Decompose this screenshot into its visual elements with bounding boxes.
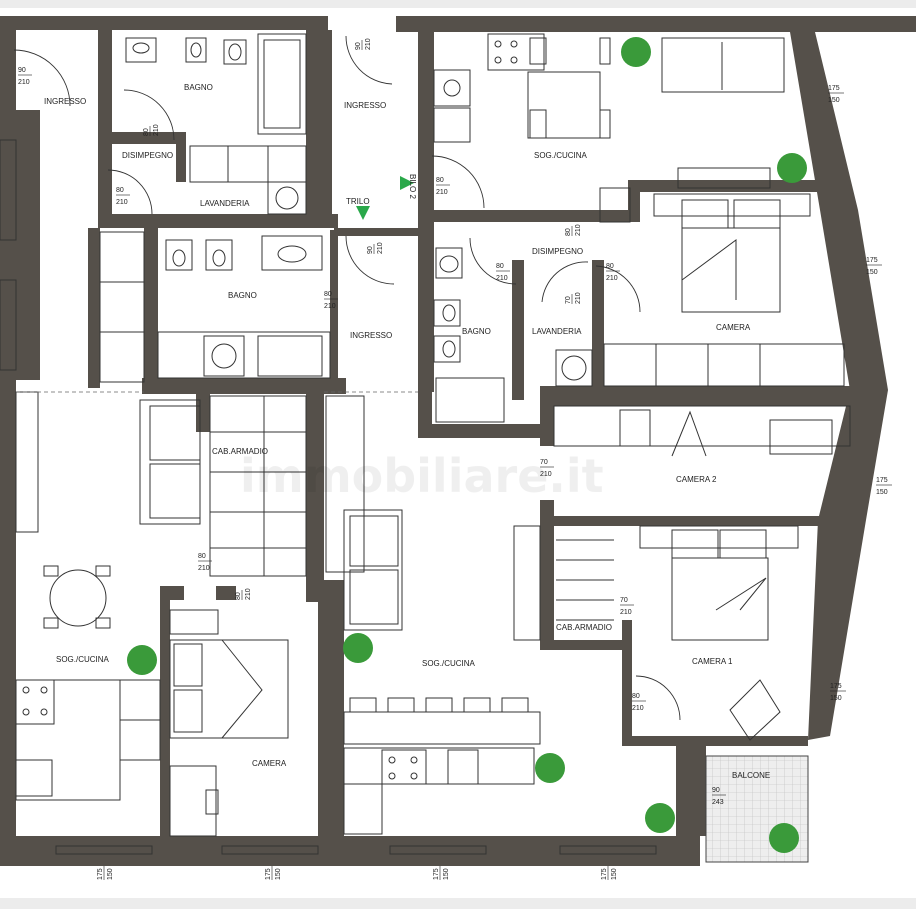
window-dim-height: 150 — [828, 97, 840, 104]
room-camera-top-right: CAMERA — [716, 323, 751, 332]
window-dim-height: 150 — [876, 489, 888, 496]
room-camera-bottom-left: CAMERA — [252, 759, 287, 768]
room-ingresso-lower: INGRESSO — [350, 331, 392, 340]
door-dim-height: 210 — [575, 292, 582, 304]
trilo-label: TRILO — [346, 197, 370, 206]
door-dim-width: 70 — [620, 597, 628, 604]
plant-icon — [777, 153, 807, 183]
room-camera-1: CAMERA 1 — [692, 657, 733, 666]
door-dim-width: 80 — [606, 263, 614, 270]
door-dim-width: 80 — [198, 591, 206, 598]
door-dim-height: 210 — [18, 79, 30, 86]
door-dim-height: 210 — [324, 303, 336, 310]
door-dim-height: 210 — [153, 124, 160, 136]
window-dim-width: 175 — [828, 85, 840, 92]
room-ingresso-top-left: INGRESSO — [44, 97, 86, 106]
window-dim-height: 150 — [866, 269, 878, 276]
window-dimensions: 175 150 175 150 175 150 175 150 175 150 … — [97, 85, 892, 880]
fixtures — [0, 33, 851, 855]
walls — [0, 16, 916, 866]
top-strip — [0, 0, 916, 8]
watermark: immobiliare.it — [240, 449, 604, 503]
door-dim-width: 70 — [565, 296, 572, 304]
door-dim-width: 80 — [436, 177, 444, 184]
door-dim-width: 80 — [565, 228, 572, 236]
bilo-label: BILO 2 — [408, 174, 417, 199]
door-dim-height: 210 — [377, 242, 384, 254]
door-dim-height: 210 — [436, 189, 448, 196]
door-dim-height: 210 — [606, 275, 618, 282]
door-dim-height: 210 — [496, 275, 508, 282]
plants — [127, 37, 807, 853]
door-dim-width: 90 — [712, 787, 720, 794]
door-dim-height: 210 — [540, 471, 552, 478]
room-soggiorno-top-right: SOG./CUCINA — [534, 151, 588, 160]
window-dim-height: 150 — [443, 868, 450, 880]
plant-icon — [343, 633, 373, 663]
room-balcone: BALCONE — [732, 771, 770, 780]
window-dim-height: 150 — [830, 695, 842, 702]
door-dim-width: 90 — [18, 67, 26, 74]
room-bagno-mid-left: BAGNO — [228, 291, 257, 300]
door-dim-height: 210 — [198, 603, 210, 610]
room-cab-armadio-right: CAB.ARMADIO — [556, 623, 612, 632]
door-dim-height: 210 — [245, 588, 252, 600]
room-disimpegno-left: DISIMPEGNO — [122, 151, 173, 160]
window-dim-height: 150 — [611, 868, 618, 880]
door-swings — [13, 35, 681, 721]
trilo-marker-icon — [356, 206, 370, 220]
door-dim-height: 210 — [365, 38, 372, 50]
room-labels: INGRESSO BAGNO DISIMPEGNO LAVANDERIA ING… — [44, 83, 770, 780]
door-dim-height: 243 — [712, 799, 724, 806]
window-dim-width: 175 — [830, 683, 842, 690]
door-dim-width: 80 — [324, 291, 332, 298]
door-dim-height: 210 — [632, 705, 644, 712]
plant-icon — [769, 823, 799, 853]
bilo-marker-icon — [400, 176, 414, 190]
door-dimensions: 90 210 90 210 80 210 80 210 80 210 — [18, 38, 726, 806]
room-cab-armadio-left: CAB.ARMADIO — [212, 447, 268, 456]
room-bagno-top: BAGNO — [184, 83, 213, 92]
plant-icon — [621, 37, 651, 67]
window-dim-width: 175 — [866, 257, 878, 264]
door-dim-width: 90 — [355, 42, 362, 50]
window-dim-width: 175 — [601, 868, 608, 880]
door-dim-width: 70 — [540, 459, 548, 466]
door-dim-width: 80 — [116, 187, 124, 194]
plant-icon — [127, 645, 157, 675]
door-dim-width: 80 — [143, 128, 150, 136]
door-dim-height: 210 — [116, 199, 128, 206]
window-dim-width: 175 — [265, 868, 272, 880]
door-dim-height: 210 — [620, 609, 632, 616]
door-dim-width: 80 — [632, 693, 640, 700]
plant-icon — [535, 753, 565, 783]
room-camera-2: CAMERA 2 — [676, 475, 717, 484]
window-dim-width: 175 — [97, 868, 104, 880]
room-soggiorno-bottom-left: SOG./CUCINA — [56, 655, 110, 664]
door-dim-height: 210 — [575, 224, 582, 236]
door-dim-width: 80 — [496, 263, 504, 270]
room-disimpegno-right: DISIMPEGNO — [532, 247, 583, 256]
window-dim-width: 175 — [876, 477, 888, 484]
plant-icon — [645, 803, 675, 833]
room-ingresso-mid: INGRESSO — [344, 101, 386, 110]
room-soggiorno-bottom-mid: SOG./CUCINA — [422, 659, 476, 668]
room-lavanderia-right: LAVANDERIA — [532, 327, 582, 336]
door-dim-height: 210 — [198, 565, 210, 572]
window-dim-height: 150 — [275, 868, 282, 880]
room-lavanderia-left: LAVANDERIA — [200, 199, 250, 208]
door-dim-width: 80 — [235, 592, 242, 600]
door-dim-width: 80 — [198, 553, 206, 560]
bottom-strip — [0, 898, 916, 909]
window-dim-width: 175 — [433, 868, 440, 880]
window-dim-height: 150 — [107, 868, 114, 880]
door-dim-width: 90 — [367, 246, 374, 254]
room-bagno-mid-right: BAGNO — [462, 327, 491, 336]
